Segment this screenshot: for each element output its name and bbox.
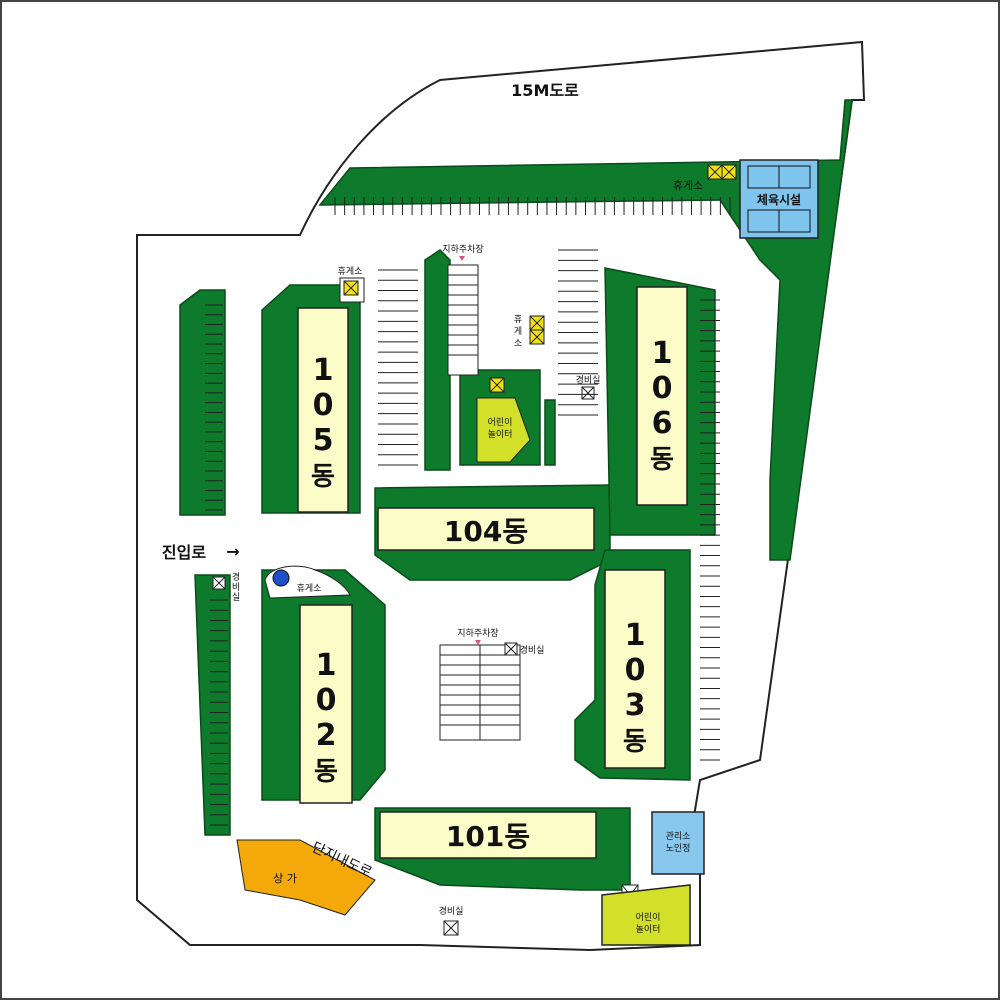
building-102 xyxy=(299,604,353,804)
building-103-label-vertical: 1 0 3 동 xyxy=(623,618,647,757)
sports-facility[interactable]: 체육시설 xyxy=(739,159,819,239)
playground-central-label-2: 놀이터 xyxy=(488,429,513,440)
shops[interactable]: 상 가 xyxy=(236,839,376,916)
guard-house-west-label: 경 비 실 xyxy=(232,571,240,603)
guard-house-south[interactable]: 경비실 xyxy=(439,905,464,936)
rest-area-105[interactable]: 휴게소 xyxy=(338,266,365,303)
building-105-label-vertical: 1 0 5 동 xyxy=(311,353,335,492)
main-road-label: 15M도로 xyxy=(511,81,579,100)
guard-house-106[interactable]: 경비실 xyxy=(576,374,601,400)
svg-text:5: 5 xyxy=(313,423,334,458)
green-southwest-strip xyxy=(194,574,231,836)
management-label-1: 관리소 xyxy=(666,831,691,842)
entry-road-arrow: → xyxy=(226,542,239,561)
building-105 xyxy=(297,307,349,513)
underground-parking-north[interactable]: 지하주차장 xyxy=(442,243,484,376)
svg-text:동: 동 xyxy=(314,757,338,787)
rest-area-north[interactable]: 휴게소 xyxy=(673,164,737,192)
svg-text:0: 0 xyxy=(313,388,334,423)
rest-area-center[interactable]: 휴 게 소 xyxy=(514,314,545,349)
svg-text:2: 2 xyxy=(316,718,337,753)
underground-parking-north-label: 지하주차장 xyxy=(442,243,483,255)
rest-area-playground[interactable] xyxy=(489,377,505,393)
playground-southeast-label-1: 어린이 xyxy=(636,912,661,923)
svg-text:6: 6 xyxy=(652,406,673,441)
entry-road-label: 진입로 xyxy=(162,543,206,562)
guard-house-south-label: 경비실 xyxy=(439,905,464,917)
building-104 xyxy=(377,507,595,551)
svg-text:1: 1 xyxy=(652,336,673,371)
management-label-2: 노인정 xyxy=(666,843,691,854)
svg-text:동: 동 xyxy=(650,445,674,475)
parking-stripes xyxy=(205,197,731,826)
svg-text:휴: 휴 xyxy=(514,314,522,325)
building-101 xyxy=(379,811,597,859)
svg-text:1: 1 xyxy=(313,353,334,388)
playground-central-label-1: 어린이 xyxy=(488,417,513,428)
svg-text:소: 소 xyxy=(514,338,522,349)
svg-text:경: 경 xyxy=(232,571,240,583)
svg-text:1: 1 xyxy=(316,648,337,683)
underground-parking-south[interactable]: 지하주차장 xyxy=(439,627,521,741)
management-office[interactable]: 관리소 노인정 xyxy=(651,811,705,875)
playground-southeast[interactable]: 어린이 놀이터 xyxy=(601,884,691,946)
svg-text:3: 3 xyxy=(625,688,646,723)
fountain-rest-area[interactable]: 휴게소 xyxy=(264,565,351,599)
svg-text:실: 실 xyxy=(232,592,240,603)
guard-house-south-parking[interactable]: 경비실 xyxy=(504,642,545,656)
rest-area-west-label: 휴게소 xyxy=(297,583,322,594)
fountain xyxy=(272,569,290,587)
rest-area-north-label: 휴게소 xyxy=(673,179,703,192)
svg-text:동: 동 xyxy=(623,727,647,757)
green-central-north xyxy=(424,249,451,471)
playground-southeast-label-2: 놀이터 xyxy=(636,924,661,935)
guard-house-west[interactable]: 경 비 실 xyxy=(212,571,240,603)
rest-area-center-label: 휴 게 소 xyxy=(514,314,522,349)
guard-house-south-parking-label: 경비실 xyxy=(520,644,545,656)
guard-house-106-label: 경비실 xyxy=(576,374,601,386)
svg-text:게: 게 xyxy=(514,326,522,337)
svg-text:동: 동 xyxy=(311,462,335,492)
shops-label: 상 가 xyxy=(273,872,297,885)
green-west-strip xyxy=(179,289,226,516)
sports-label: 체육시설 xyxy=(757,192,801,207)
building-106 xyxy=(636,286,688,506)
svg-text:0: 0 xyxy=(625,653,646,688)
svg-text:0: 0 xyxy=(316,683,337,718)
underground-parking-south-label: 지하주차장 xyxy=(457,627,498,639)
svg-text:비: 비 xyxy=(232,582,240,593)
building-102-label-vertical: 1 0 2 동 xyxy=(314,648,338,787)
building-101-label: 101동 xyxy=(446,820,530,853)
building-104-label: 104동 xyxy=(444,515,528,548)
svg-text:0: 0 xyxy=(652,371,673,406)
rest-area-105-label: 휴게소 xyxy=(338,266,363,277)
building-103 xyxy=(604,569,666,769)
building-106-label-vertical: 1 0 6 동 xyxy=(650,336,674,475)
playground-central[interactable]: 어린이 놀이터 xyxy=(476,397,531,463)
green-central-south xyxy=(544,399,556,466)
svg-text:1: 1 xyxy=(625,618,646,653)
